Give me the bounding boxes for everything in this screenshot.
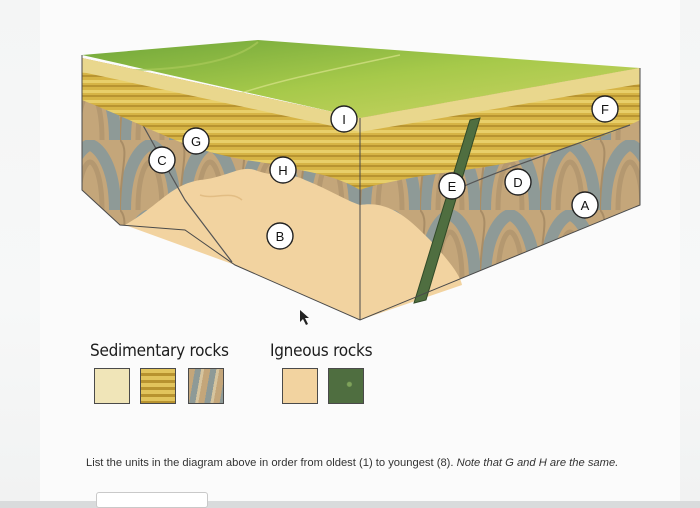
svg-text:B: B <box>276 229 285 244</box>
label-f: F <box>591 95 619 123</box>
swatch-sandstone-banded <box>140 368 176 404</box>
svg-text:C: C <box>157 153 166 168</box>
left-face-sandstone <box>82 58 360 190</box>
swatch-folded-rock <box>188 368 224 404</box>
swatch-igneous-green <box>328 368 364 404</box>
label-g: G <box>182 127 210 155</box>
svg-text:E: E <box>448 179 457 194</box>
block-outline <box>81 55 641 321</box>
label-e: E <box>438 172 466 200</box>
svg-text:H: H <box>278 163 287 178</box>
igneous-texture <box>199 194 243 201</box>
mouse-cursor <box>300 310 309 325</box>
svg-text:A: A <box>581 198 590 213</box>
surface-stream-2 <box>234 54 401 96</box>
right-face-top-sand <box>360 68 640 132</box>
label-a: A <box>571 191 599 219</box>
swatch-sandstone-light <box>94 368 130 404</box>
label-d: D <box>504 168 532 196</box>
svg-text:F: F <box>601 102 609 117</box>
label-i: I <box>330 105 358 133</box>
swatch-igneous-pink <box>282 368 318 404</box>
igneous-body-b <box>125 168 360 320</box>
label-c: C <box>148 146 176 174</box>
svg-text:I: I <box>342 112 346 127</box>
label-h: H <box>269 156 297 184</box>
question-text-note: Note that G and H are the same. <box>456 457 619 469</box>
right-igneous-body <box>360 204 462 320</box>
label-b: B <box>266 222 294 250</box>
answer-input[interactable] <box>96 492 208 508</box>
sedimentary-title: Sedimentary rocks <box>90 341 229 361</box>
question-text: List the units in the diagram above in o… <box>86 454 646 472</box>
right-fault-line <box>454 124 631 191</box>
igneous-title: Igneous rocks <box>270 341 373 361</box>
left-face-top-sand <box>82 58 360 132</box>
dike-e <box>413 117 481 304</box>
question-text-main: List the units in the diagram above in o… <box>86 457 457 469</box>
right-face-sandstone <box>360 68 640 190</box>
svg-text:G: G <box>191 134 201 149</box>
svg-text:D: D <box>513 175 522 190</box>
